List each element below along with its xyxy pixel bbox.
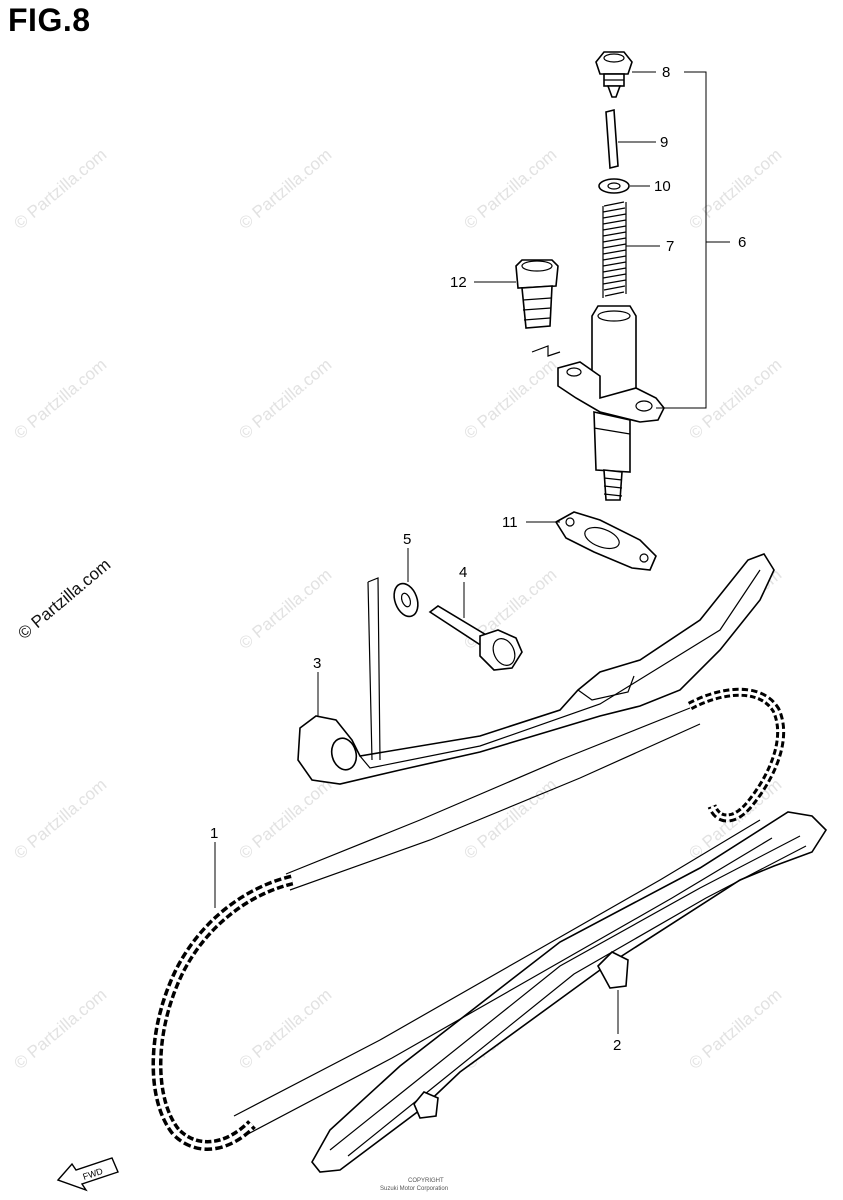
part-7-spring[interactable]: [602, 201, 627, 298]
leader-lines: [214, 71, 730, 1034]
front-direction-arrow-icon: FWD: [56, 1157, 119, 1192]
callout-3: 3: [313, 655, 321, 672]
watermark: © Partzilla.com: [235, 355, 335, 443]
watermark: © Partzilla.com: [235, 565, 335, 653]
callout-11: 11: [502, 514, 518, 531]
part-3-chain-tensioner-arm[interactable]: [297, 553, 775, 785]
watermark: © Partzilla.com: [685, 145, 785, 233]
watermark: © Partzilla.com: [235, 775, 335, 863]
part-1-cam-chain[interactable]: [151, 687, 786, 1151]
watermark: © Partzilla.com: [460, 775, 560, 863]
copyright-line-1: COPYRIGHT: [408, 1178, 444, 1184]
part-6-tensioner-body[interactable]: [531, 305, 665, 501]
copyright-line-2: Suzuki Motor Corporation: [380, 1186, 448, 1192]
callout-2: 2: [613, 1037, 621, 1054]
watermark: © Partzilla.com: [460, 355, 560, 443]
watermark: © Partzilla.com: [10, 775, 110, 863]
callout-9: 9: [660, 134, 668, 151]
callout-6: 6: [738, 234, 746, 251]
part-8-cap-bolt[interactable]: [595, 51, 633, 98]
callouts: 8 9 10 7 6 12 11 5 4 3 1 2: [210, 64, 746, 1054]
part-11-gasket[interactable]: [554, 511, 657, 571]
side-watermark: © Partzilla.com: [14, 555, 114, 643]
callout-1: 1: [210, 825, 218, 842]
part-10-washer[interactable]: [598, 178, 630, 194]
footer-copyright: COPYRIGHT Suzuki Motor Corporation: [380, 1178, 448, 1192]
figure-title: FIG.8: [8, 2, 91, 38]
watermark: © Partzilla.com: [685, 985, 785, 1073]
watermark: © Partzilla.com: [460, 145, 560, 233]
part-4-pivot-bolt[interactable]: [428, 605, 523, 671]
watermark: © Partzilla.com: [235, 145, 335, 233]
watermark: © Partzilla.com: [685, 355, 785, 443]
watermark: © Partzilla.com: [10, 145, 110, 233]
watermark: © Partzilla.com: [10, 355, 110, 443]
callout-10: 10: [654, 178, 671, 195]
callout-8: 8: [662, 64, 670, 81]
part-2-chain-guide[interactable]: [311, 811, 828, 1173]
callout-12: 12: [450, 274, 467, 291]
callout-7: 7: [666, 238, 674, 255]
callout-5: 5: [403, 531, 411, 548]
part-5-washer[interactable]: [390, 580, 422, 619]
part-12-bolt[interactable]: [515, 259, 559, 329]
watermark: © Partzilla.com: [235, 985, 335, 1073]
watermark: © Partzilla.com: [10, 985, 110, 1073]
callout-4: 4: [459, 564, 467, 581]
part-9-push-rod[interactable]: [605, 108, 619, 170]
